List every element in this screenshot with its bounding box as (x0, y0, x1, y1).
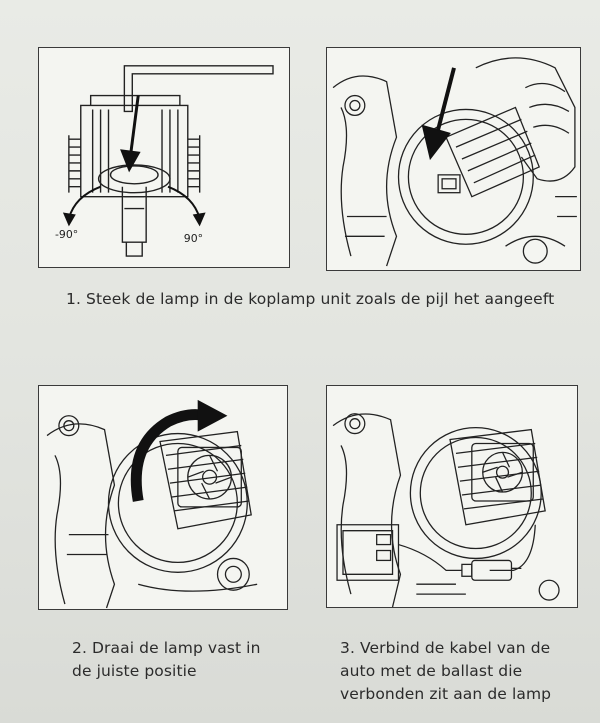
step1-caption: 1. Steek de lamp in de koplamp unit zoal… (66, 290, 555, 308)
step3-line-1: 3. Verbind de kabel van de (340, 639, 551, 657)
headlight-insert-arrow-icon (332, 57, 577, 267)
angle-left-label: -90° (55, 228, 78, 241)
bulb-insertion-diagram: -90° 90° (38, 47, 290, 268)
angle-right-label: 90° (184, 232, 203, 245)
step3-caption: 3. Verbind de kabel van de auto met de b… (340, 637, 590, 706)
step2-line-2: de juiste positie (72, 662, 197, 680)
headlight-insert-diagram (326, 47, 581, 271)
step3-line-2: auto met de ballast die (340, 662, 523, 680)
step2-caption: 2. Draai de lamp vast in de juiste posit… (72, 637, 312, 683)
rotate-lamp-diagram (38, 385, 288, 610)
ballast-connection-icon (332, 413, 560, 607)
step3-line-3: verbonden zit aan de lamp (340, 685, 552, 703)
bulb-insertion-diagram-icon: -90° 90° (55, 65, 274, 257)
step2-line-1: 2. Draai de lamp vast in (72, 639, 261, 657)
rotate-lock-arrow-icon (46, 399, 258, 609)
ballast-connection-diagram (326, 385, 578, 608)
